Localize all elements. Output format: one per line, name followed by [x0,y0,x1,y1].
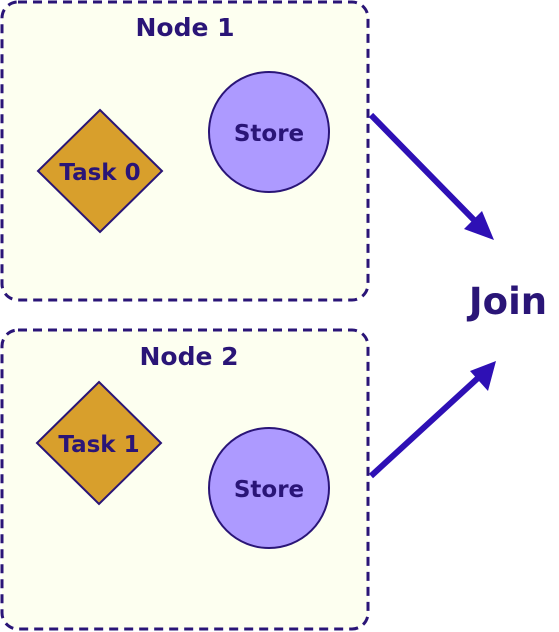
store-1-label: Store [234,121,304,147]
node-1-group: Node 1 Task 0 Store [0,0,370,302]
node-2-title: Node 2 [139,342,238,371]
node-2-group: Node 2 Task 1 Store [0,328,370,631]
edge-2-arrowhead [470,361,496,391]
join-label: Join [466,280,547,323]
node-1-title: Node 1 [135,13,234,42]
edge-2-line [368,375,481,479]
edge-1-line [368,112,477,223]
edge-node-1-to-join [368,112,494,240]
store-1-circle [208,71,330,193]
task-0-diamond [36,108,164,234]
store-2-label: Store [234,477,304,503]
task-0-label: Task 0 [59,160,140,186]
edge-node-2-to-join [368,361,496,479]
store-2-circle [208,427,330,549]
edge-1-arrowhead [464,211,494,240]
task-1-label: Task 1 [58,432,139,458]
task-1-diamond [35,380,163,506]
